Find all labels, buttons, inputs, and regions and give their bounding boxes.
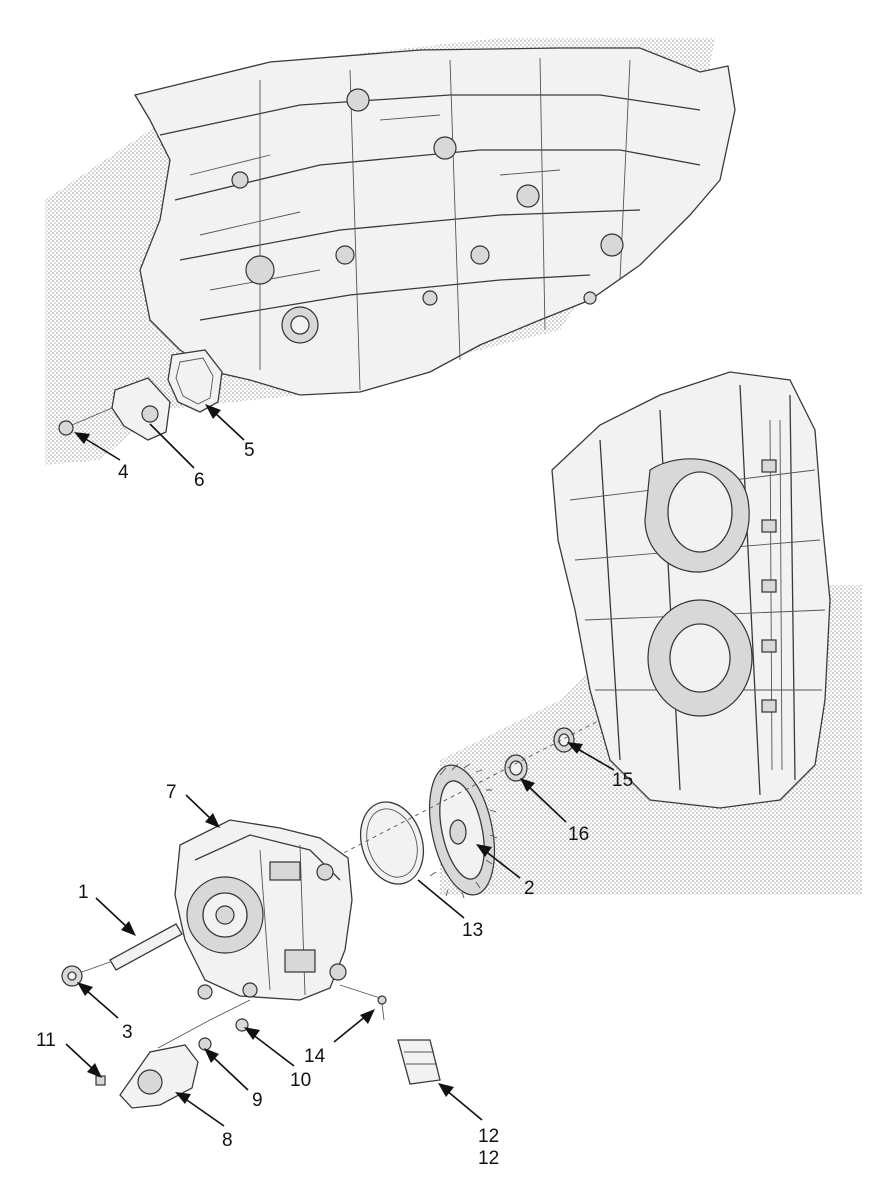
part-16-washer — [504, 754, 528, 782]
callout-14: 14 — [304, 1046, 326, 1067]
callout-16: 16 — [568, 824, 589, 845]
engine-block-assembly — [45, 38, 736, 465]
part-6-cover-plate — [111, 377, 171, 441]
callout-9: 9 — [252, 1090, 263, 1111]
callout-4: 4 — [118, 462, 129, 483]
callout-12: 12 — [478, 1126, 499, 1147]
front-housing-assembly — [440, 371, 862, 895]
callout-5: 5 — [244, 440, 255, 461]
callout-10: 10 — [290, 1070, 311, 1091]
callout-15: 15 — [612, 770, 633, 791]
part-3-nut — [61, 961, 111, 987]
callout-12-repeat: 12 — [478, 1148, 499, 1169]
callout-8: 8 — [222, 1130, 233, 1151]
callout-leaders — [65, 404, 615, 1127]
part-15-seal — [553, 727, 575, 753]
part-2-gear — [429, 763, 498, 899]
callout-2: 2 — [524, 878, 535, 899]
part-14-washer — [339, 984, 387, 1021]
callout-6: 6 — [194, 470, 205, 491]
callout-3: 3 — [122, 1022, 133, 1043]
callout-7: 7 — [166, 782, 177, 803]
part-1-stud — [109, 923, 183, 971]
callout-13: 13 — [462, 920, 483, 941]
part-4-bolt — [58, 407, 113, 436]
callout-1: 1 — [78, 882, 89, 903]
part-12-banjo-fitting — [397, 1039, 441, 1085]
callout-labels: 4 6 5 7 1 3 11 8 9 10 14 12 12 13 2 16 1… — [36, 440, 633, 1169]
part-7-fuel-pump-body — [174, 819, 353, 1001]
callout-11: 11 — [36, 1030, 56, 1051]
part-13-gasket — [360, 801, 424, 885]
part-9-washer — [198, 1037, 212, 1051]
part-8-fitting — [119, 999, 251, 1109]
